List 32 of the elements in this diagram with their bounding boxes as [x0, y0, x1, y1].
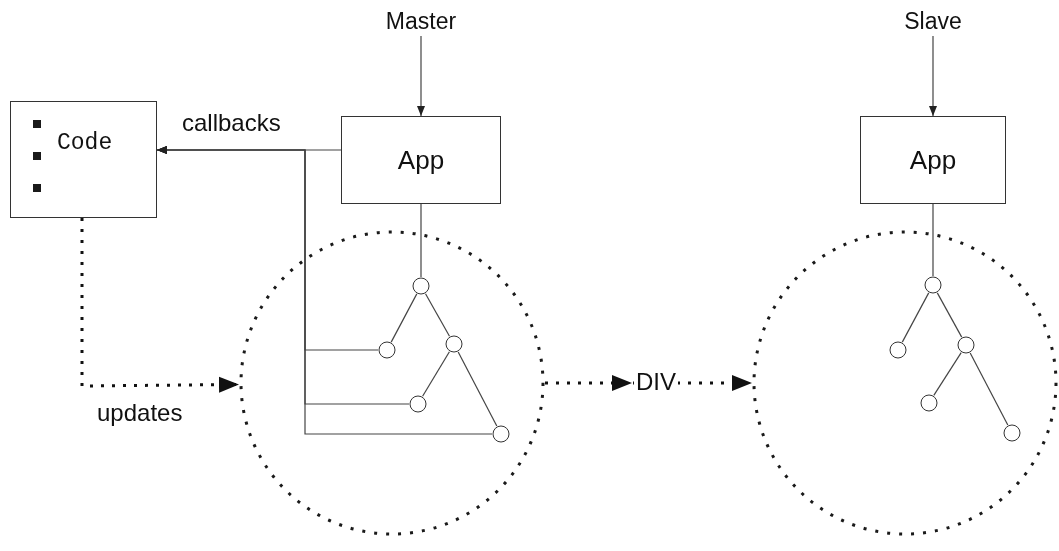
tree-node-circle: [409, 395, 427, 413]
connector-line: [933, 352, 962, 396]
dotted-arrow: [80, 218, 239, 393]
connector-line: [932, 203, 934, 277]
connector-line: [969, 352, 1009, 426]
connector-line: [422, 351, 450, 397]
role-label: Master: [367, 6, 475, 36]
app-box: App: [860, 116, 1006, 204]
connector-line: [457, 351, 498, 427]
app-box: App: [341, 116, 501, 204]
code-label: Code: [57, 132, 113, 155]
connector-line: [390, 293, 418, 343]
tree-node-circle: [957, 336, 975, 354]
tree-node-circle: [492, 425, 510, 443]
dotted-circle: [239, 230, 545, 536]
tree-node-circle: [378, 341, 396, 359]
arrow: [156, 146, 493, 435]
tree-node-circle: [920, 394, 938, 412]
arrow: [417, 35, 425, 117]
tree-node-circle: [1003, 424, 1021, 442]
connector-line: [420, 203, 422, 278]
dotted-circle: [752, 230, 1058, 536]
role-label: Slave: [882, 6, 984, 36]
code-box: [10, 101, 157, 218]
connector-line: [424, 293, 451, 337]
tree-node-circle: [889, 341, 907, 359]
tree-node-circle: [445, 335, 463, 353]
connector-line: [901, 292, 930, 343]
arrow: [929, 35, 937, 117]
tree-node-circle: [412, 277, 430, 295]
connector-line: [936, 292, 963, 338]
tree-node-circle: [924, 276, 942, 294]
